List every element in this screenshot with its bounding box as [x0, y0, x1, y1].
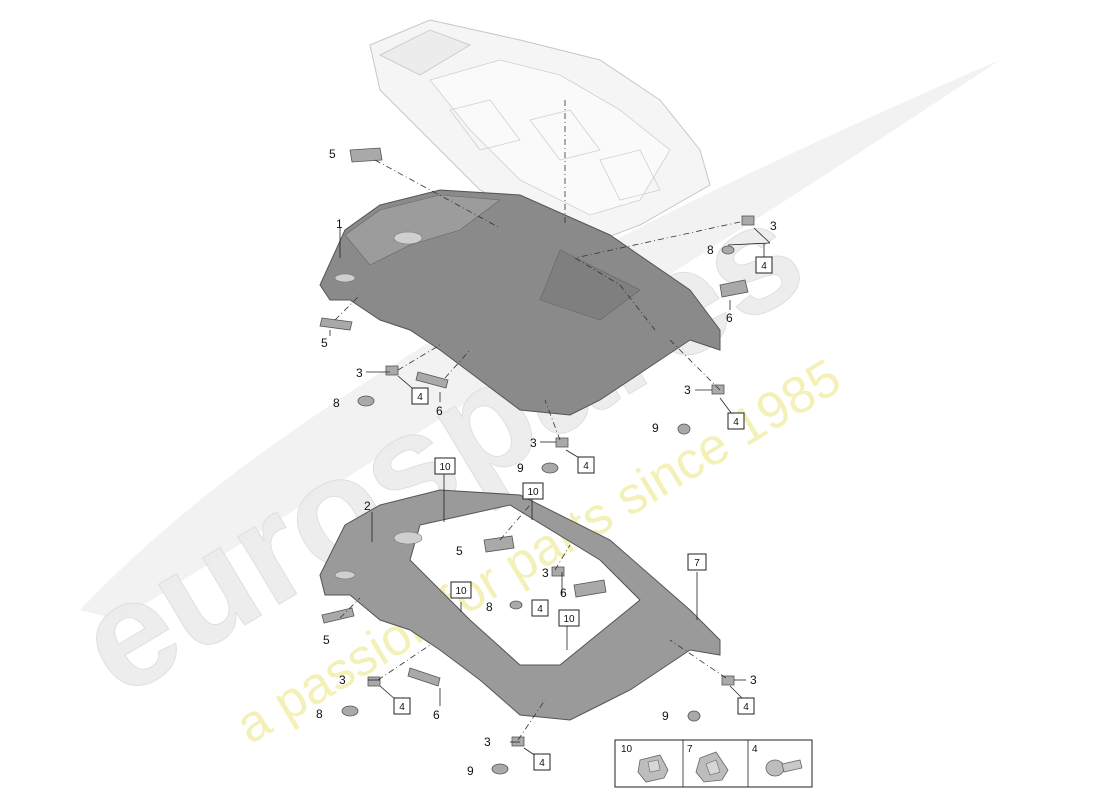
callout-3: 3 [339, 673, 346, 687]
svg-text:4: 4 [733, 417, 739, 428]
callout-3: 3 [356, 366, 363, 380]
legend-label-10: 10 [621, 744, 633, 755]
callout-5: 5 [329, 147, 336, 161]
lamp-icon [721, 245, 735, 255]
svg-text:4: 4 [743, 702, 749, 713]
callout-6: 6 [560, 586, 567, 600]
svg-text:10: 10 [527, 487, 539, 498]
ref-box-7: 7 [687, 553, 707, 571]
clip-icon [511, 736, 525, 747]
callout-8: 8 [333, 396, 340, 410]
ref-box-10: 10 [434, 457, 456, 475]
svg-text:4: 4 [539, 758, 545, 769]
grab-handle-icon [349, 147, 383, 163]
callout-9: 9 [652, 421, 659, 435]
lamp-icon [357, 395, 375, 407]
clip-icon [367, 676, 381, 687]
headliner-upper [319, 189, 721, 416]
callout-8: 8 [316, 707, 323, 721]
svg-text:4: 4 [417, 392, 423, 403]
callout-6: 6 [433, 708, 440, 722]
grab-handle-icon [407, 667, 441, 687]
leader-lines [329, 227, 771, 757]
ref-box-10: 10 [558, 609, 580, 627]
lamp-icon [341, 705, 359, 717]
grab-handle-icon [573, 579, 607, 598]
callout-labels: 1 2 3 3 3 3 3 3 3 3 5 5 5 5 6 6 6 6 8 8 … [316, 147, 777, 778]
clip-icon [741, 215, 755, 226]
vehicle-body-shell [369, 19, 711, 241]
callout-9: 9 [662, 709, 669, 723]
boxed-references: 4 4 4 4 4 4 4 4 10 10 10 10 7 [393, 256, 773, 771]
callout-3: 3 [750, 673, 757, 687]
callout-8: 8 [486, 600, 493, 614]
ref-box-4: 4 [577, 456, 595, 474]
callout-5: 5 [456, 544, 463, 558]
small-parts [319, 147, 755, 775]
callout-9: 9 [517, 461, 524, 475]
svg-text:10: 10 [563, 614, 575, 625]
ref-box-4: 4 [411, 387, 429, 405]
callout-3: 3 [542, 566, 549, 580]
legend-label-4: 4 [752, 744, 758, 755]
fastener-icon [687, 710, 701, 722]
svg-text:10: 10 [439, 462, 451, 473]
callout-3: 3 [770, 219, 777, 233]
clip-icon [551, 566, 565, 577]
callout-9: 9 [467, 764, 474, 778]
clip-7-icon [695, 751, 729, 783]
grab-handle-icon [415, 371, 449, 389]
grab-handle-icon [719, 279, 749, 298]
legend-label-7: 7 [687, 744, 693, 755]
svg-text:4: 4 [399, 702, 405, 713]
svg-text:7: 7 [694, 558, 700, 569]
grab-handle-icon [321, 607, 355, 624]
lamp-icon [509, 600, 523, 610]
callout-1: 1 [336, 217, 343, 231]
headliner-lower [319, 489, 721, 721]
parts-legend: 10 7 4 [614, 739, 813, 788]
callout-8: 8 [707, 243, 714, 257]
ref-box-4: 4 [727, 412, 745, 430]
ref-box-4: 4 [393, 697, 411, 715]
fastener-icon [541, 462, 559, 474]
svg-text:4: 4 [583, 461, 589, 472]
clip-icon [385, 365, 399, 376]
fastener-icon [677, 423, 691, 435]
callout-6: 6 [436, 404, 443, 418]
svg-text:4: 4 [761, 261, 767, 272]
fastener-icon [491, 763, 509, 775]
svg-text:10: 10 [455, 586, 467, 597]
ref-box-4: 4 [533, 753, 551, 771]
clip-icon [711, 384, 725, 395]
callout-6: 6 [726, 311, 733, 325]
clip-icon [555, 437, 569, 448]
ref-box-4: 4 [737, 697, 755, 715]
clip-icon [721, 675, 735, 686]
ref-box-10: 10 [522, 482, 544, 500]
svg-text:4: 4 [537, 604, 543, 615]
clip-10-icon [637, 754, 669, 783]
callout-3: 3 [530, 436, 537, 450]
bolt-4-icon [765, 759, 803, 777]
callout-2: 2 [364, 499, 371, 513]
callout-5: 5 [321, 336, 328, 350]
ref-box-4: 4 [531, 599, 549, 617]
assembly-lines [334, 100, 741, 741]
ref-box-4: 4 [755, 256, 773, 274]
grab-handle-icon [319, 317, 353, 331]
ref-box-10: 10 [450, 581, 472, 599]
callout-3: 3 [484, 735, 491, 749]
callout-3: 3 [684, 383, 691, 397]
callout-5: 5 [323, 633, 330, 647]
